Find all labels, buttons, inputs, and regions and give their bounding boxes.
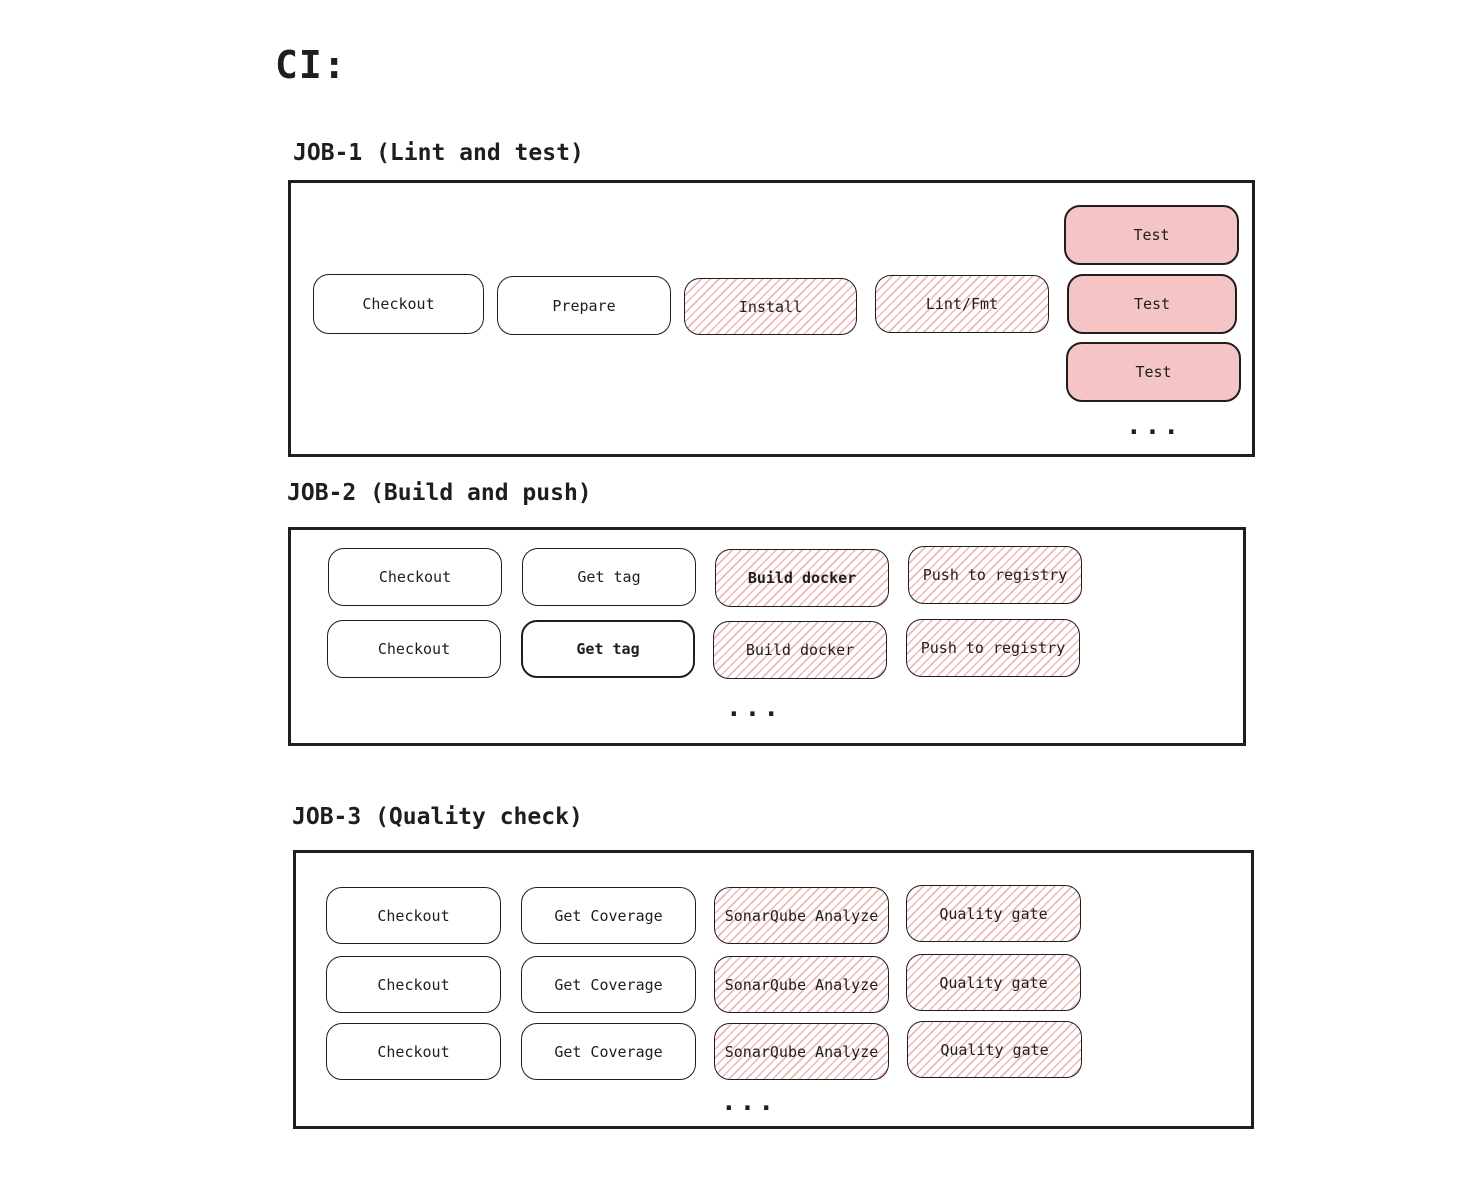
step-get-coverage: Get Coverage (521, 887, 696, 944)
step-quality-gate: Quality gate (906, 954, 1081, 1011)
step-checkout: Checkout (326, 956, 501, 1013)
step-test: Test (1066, 342, 1241, 402)
step-push-to-registry: Push to registry (906, 619, 1080, 677)
step-label: Checkout (362, 295, 435, 313)
step-label: Build docker (745, 641, 855, 659)
step-sonarqube-analyze: SonarQube Analyze (714, 956, 889, 1013)
step-checkout: Checkout (328, 548, 502, 606)
step-label: Install (738, 297, 803, 316)
step-build-docker: Build docker (715, 549, 889, 607)
step-lint-fmt: Lint/Fmt (875, 275, 1049, 333)
step-checkout: Checkout (327, 620, 501, 678)
step-label: Push to registry (922, 566, 1068, 584)
job3-title: JOB-3 (Quality check) (292, 804, 583, 830)
step-label: Checkout (378, 568, 452, 586)
step-label: Get tag (577, 568, 641, 586)
step-sonarqube-analyze: SonarQube Analyze (714, 1023, 889, 1080)
step-prepare: Prepare (497, 276, 671, 335)
step-label: Test (1133, 295, 1171, 313)
step-label: Get Coverage (554, 906, 663, 925)
more-steps-ellipsis: ... (1126, 411, 1182, 441)
step-label: SonarQube Analyze (724, 906, 879, 925)
step-checkout: Checkout (326, 1023, 501, 1080)
step-get-tag: Get tag (521, 620, 695, 678)
step-quality-gate: Quality gate (906, 885, 1081, 942)
step-label: Quality gate (939, 973, 1048, 992)
more-steps-ellipsis: ... (721, 1087, 777, 1117)
step-label: Checkout (377, 906, 450, 925)
step-push-to-registry: Push to registry (908, 546, 1082, 604)
step-checkout: Checkout (326, 887, 501, 944)
step-get-coverage: Get Coverage (521, 1023, 696, 1080)
step-label: Checkout (377, 1042, 450, 1061)
step-test: Test (1067, 274, 1237, 334)
step-label: SonarQube Analyze (724, 975, 879, 994)
step-label: Test (1135, 363, 1172, 381)
step-label: Get Coverage (554, 975, 663, 994)
step-label: Quality gate (939, 904, 1048, 923)
step-checkout: Checkout (313, 274, 484, 334)
step-label: SonarQube Analyze (724, 1042, 879, 1061)
step-label: Build docker (747, 569, 857, 587)
step-get-coverage: Get Coverage (521, 956, 696, 1013)
step-label: Lint/Fmt (925, 295, 999, 313)
more-steps-ellipsis: ... (726, 693, 782, 723)
step-test: Test (1064, 205, 1239, 265)
job1-title: JOB-1 (Lint and test) (293, 140, 584, 166)
job1-frame: Checkout Prepare Install Lint/Fmt Test T… (288, 180, 1255, 457)
job3-frame: Checkout Get Coverage SonarQube Analyze … (293, 850, 1254, 1129)
step-label: Get tag (576, 640, 640, 658)
step-label: Checkout (377, 640, 451, 658)
job2-title: JOB-2 (Build and push) (287, 480, 592, 506)
job2-frame: Checkout Get tag Build docker Push to re… (288, 527, 1246, 746)
step-quality-gate: Quality gate (907, 1021, 1082, 1078)
step-install: Install (684, 278, 857, 335)
step-label: Test (1133, 226, 1170, 244)
step-label: Checkout (377, 975, 450, 994)
page-title: CI: (275, 43, 347, 87)
step-label: Get Coverage (554, 1042, 663, 1061)
step-build-docker: Build docker (713, 621, 887, 679)
step-label: Prepare (552, 296, 616, 315)
step-label: Quality gate (940, 1040, 1049, 1059)
step-label: Push to registry (920, 639, 1066, 657)
step-get-tag: Get tag (522, 548, 696, 606)
step-sonarqube-analyze: SonarQube Analyze (714, 887, 889, 944)
